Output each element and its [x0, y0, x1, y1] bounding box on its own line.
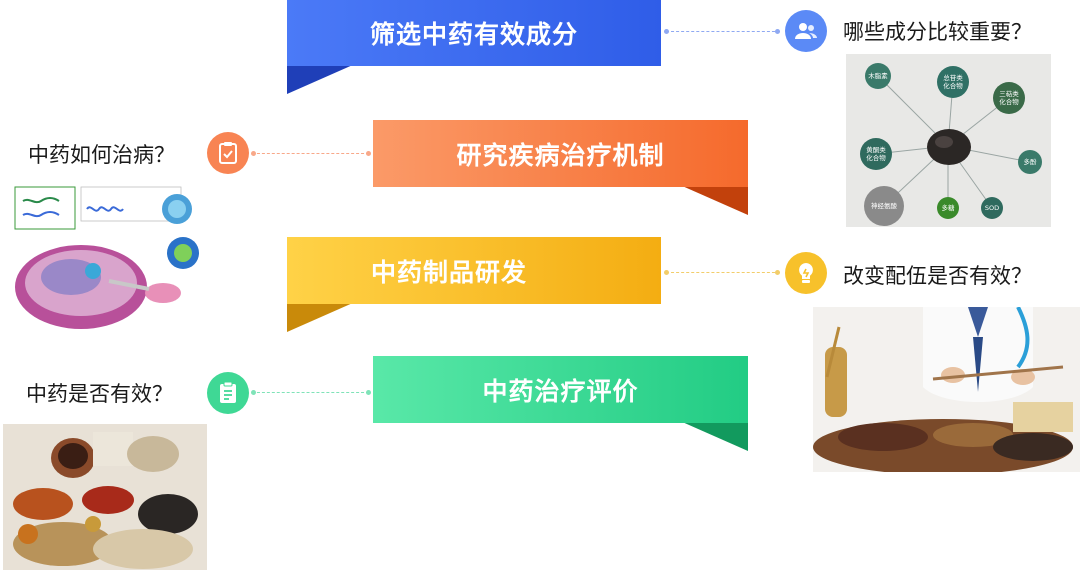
ribbon-fold: [287, 64, 355, 94]
compound-node: 神经氨酸: [864, 186, 904, 226]
connector-dot: [251, 390, 256, 395]
compound-node: 木脂素: [865, 63, 891, 89]
compound-node: 三萜类化合物: [993, 82, 1025, 114]
step-3-title: 中药制品研发: [287, 237, 661, 304]
compound-node: 多酚: [1018, 150, 1042, 174]
connector-dot: [366, 151, 371, 156]
clipboard-list-icon: [207, 372, 249, 414]
cell-mechanism-image: [11, 185, 223, 337]
compound-node-label: 多糖: [942, 203, 956, 212]
herbs-image: [3, 424, 207, 570]
ribbon-fold: [680, 185, 748, 215]
question-label: 改变配伍是否有效？: [843, 264, 1032, 288]
question-label: 中药如何治病？: [28, 143, 175, 167]
connector-dot: [775, 270, 780, 275]
compound-node-label: SOD: [985, 204, 999, 212]
lightbulb-icon: [785, 252, 827, 294]
compound-node-label: 多酚: [1024, 157, 1038, 166]
compound-node: SOD: [981, 197, 1003, 219]
connector-dot: [366, 390, 371, 395]
connector-line: [666, 272, 780, 273]
connector-dot: [664, 29, 669, 34]
connector-dot: [251, 151, 256, 156]
ribbon-fold: [680, 421, 748, 451]
connector-dot: [775, 29, 780, 34]
doctor-herbs-image: [813, 307, 1080, 472]
compound-node: 多糖: [937, 197, 959, 219]
compound-node-label: 神经氨酸: [871, 201, 898, 210]
compound-node-label: 木脂素: [868, 71, 888, 80]
compound-node-label: 总苷类化合物: [943, 73, 963, 90]
question-label: 中药是否有效？: [26, 382, 173, 406]
compound-node: 总苷类化合物: [937, 66, 969, 98]
question-label: 哪些成分比较重要？: [843, 20, 1032, 44]
users-icon: [785, 10, 827, 52]
compound-node-label: 黄酮类化合物: [866, 145, 886, 162]
compound-node: 黄酮类化合物: [860, 138, 892, 170]
clipboard-check-icon: [207, 132, 249, 174]
connector-line: [252, 153, 369, 154]
step-4-title: 中药治疗评价: [373, 356, 748, 423]
connector-line: [252, 392, 369, 393]
connector-line: [666, 31, 780, 32]
step-1-title: 筛选中药有效成分: [287, 0, 661, 66]
step-2-title: 研究疾病治疗机制: [373, 120, 748, 187]
compound-network-image: 木脂素 总苷类化合物三萜类化合物黄酮类化合物多酚神经氨酸 多糖 SOD: [846, 54, 1051, 227]
ribbon-fold: [287, 302, 355, 332]
compound-node-label: 三萜类化合物: [999, 89, 1019, 106]
connector-dot: [664, 270, 669, 275]
